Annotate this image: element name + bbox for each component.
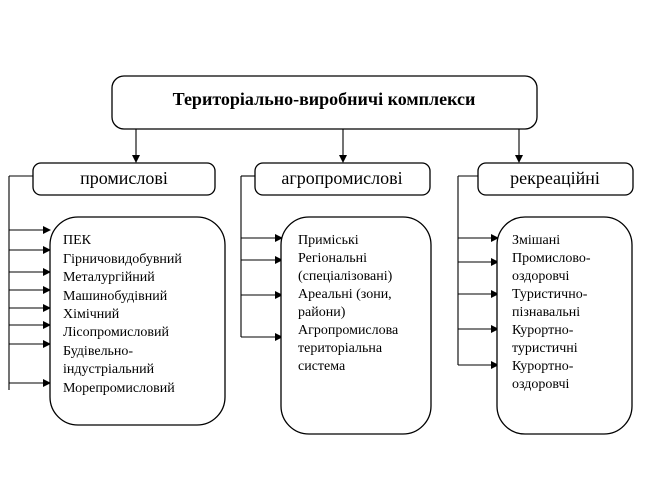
item-text: система	[298, 359, 346, 374]
title-to-category-connectors	[132, 129, 523, 163]
arrow-head	[491, 290, 499, 298]
item-text: Лісопромисловий	[63, 325, 169, 340]
arrow-head	[275, 256, 283, 264]
item-text: туристичні	[512, 341, 578, 356]
item-text: Курортно-	[512, 359, 574, 374]
item-text: Будівельно-	[63, 344, 133, 359]
category-label: промислові	[80, 168, 168, 188]
item-text: (спеціалізовані)	[298, 269, 393, 284]
item-text: оздоровчі	[512, 269, 570, 284]
item-text: Ареальні (зони,	[298, 287, 392, 302]
arrow-head	[43, 340, 51, 348]
category-recreational: рекреаційні Змішані Промислово- оздоровч…	[457, 162, 634, 435]
arrow-head	[43, 226, 51, 234]
category-label: агропромислові	[281, 168, 402, 188]
items-box	[496, 216, 633, 435]
item-text: Металургійний	[63, 270, 155, 285]
arrow-head	[43, 286, 51, 294]
item-text: територіальна	[298, 341, 383, 356]
item-text: райони)	[298, 305, 346, 320]
arrow-head	[491, 234, 499, 242]
item-text: Приміські	[298, 233, 359, 248]
item-text: Туристично-	[512, 287, 588, 302]
arrow-head	[275, 234, 283, 242]
item-text: Промислово-	[512, 251, 591, 266]
arrow-head	[491, 258, 499, 266]
item-text: Агропромислова	[298, 323, 399, 338]
title-text: Територіально-виробничі комплекси	[173, 89, 476, 109]
arrow-head	[491, 325, 499, 333]
items-box	[280, 216, 432, 435]
arrow-head	[339, 155, 347, 163]
arrow-head	[43, 268, 51, 276]
item-text: Морепромисловий	[63, 381, 175, 396]
item-text: Хімічний	[63, 307, 120, 322]
item-text: пізнавальні	[512, 305, 580, 320]
category-industrial: промислові ПЕК Гірничовидобувний Металур…	[8, 162, 226, 426]
item-text: індустріальний	[63, 362, 155, 377]
arrow-head	[43, 304, 51, 312]
category-box	[477, 162, 634, 196]
category-box	[254, 162, 431, 196]
arrow-head	[43, 321, 51, 329]
item-text: Машинобудівний	[63, 289, 168, 304]
item-text: Змішані	[512, 233, 560, 248]
category-agroindustrial: агропромислові Приміські Регіональні (сп…	[240, 162, 432, 435]
item-text: Регіональні	[298, 251, 367, 266]
arrow-head	[515, 155, 523, 163]
arrow-head	[275, 291, 283, 299]
title-box	[111, 75, 538, 130]
arrow-head	[491, 361, 499, 369]
category-label: рекреаційні	[510, 168, 600, 188]
items-box	[49, 216, 226, 426]
category-box	[32, 162, 216, 196]
arrow-head	[43, 379, 51, 387]
arrow-head	[132, 155, 140, 163]
arrow-head	[275, 333, 283, 341]
item-text: Курортно-	[512, 323, 574, 338]
item-text: оздоровчі	[512, 377, 570, 392]
title-node: Територіально-виробничі комплекси	[111, 75, 538, 130]
item-text: ПЕК	[63, 233, 92, 248]
item-text: Гірничовидобувний	[63, 252, 182, 267]
arrow-head	[43, 246, 51, 254]
